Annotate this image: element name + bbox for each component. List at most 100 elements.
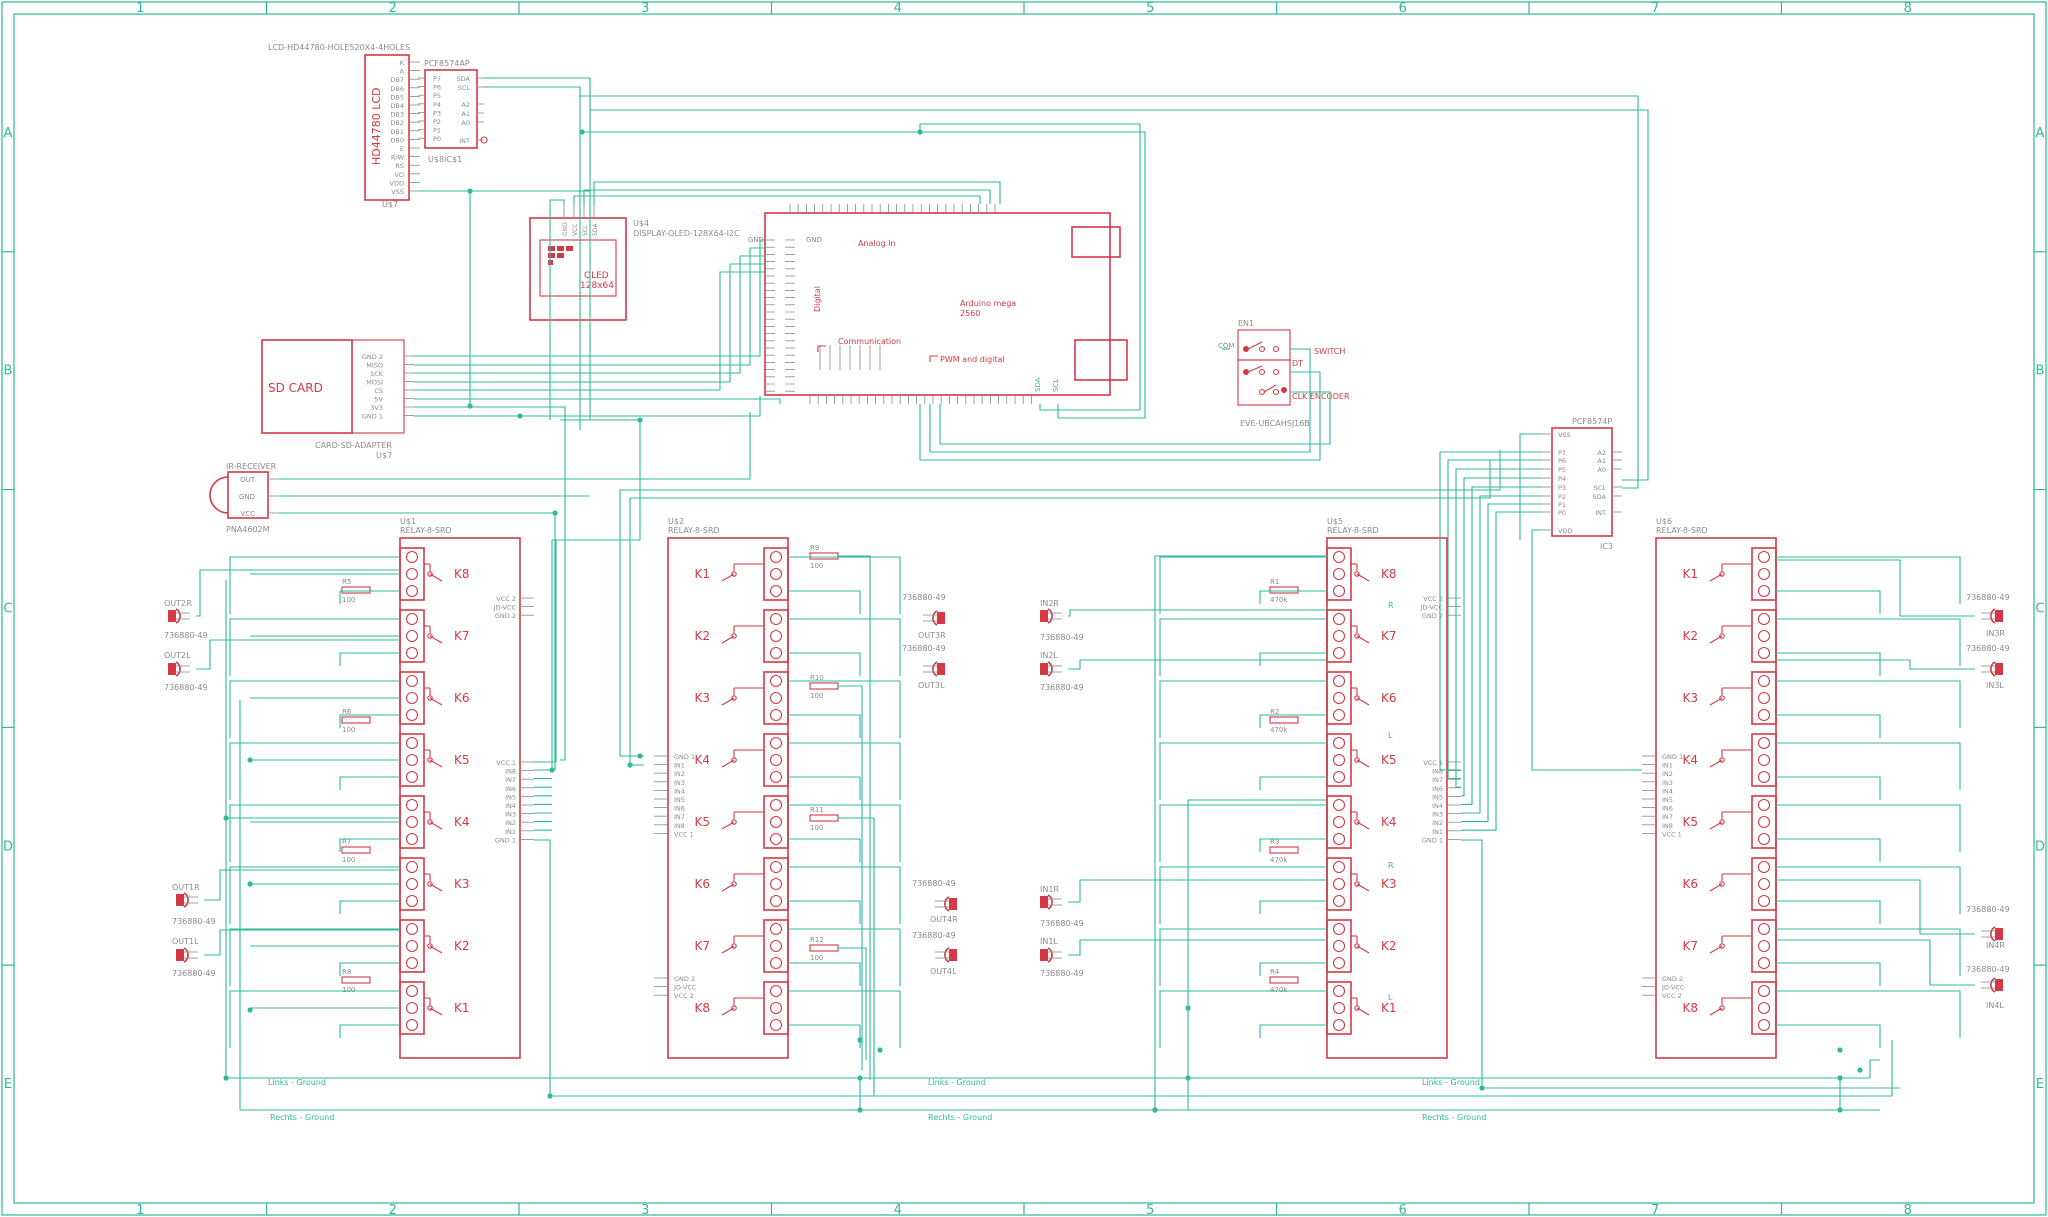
terminal-screw-icon	[405, 815, 419, 829]
pcf-b-pin-label: P2	[1558, 493, 1566, 501]
terminal-screw-icon	[405, 956, 419, 970]
lcd-pin-label: DB5	[390, 93, 404, 101]
channel-l-label: L	[1388, 731, 1393, 740]
relay-power-label: VCC 2	[674, 992, 694, 1000]
wire	[1461, 503, 1542, 823]
wire	[1447, 459, 1542, 780]
relay-pin-label: GND 1	[674, 753, 695, 761]
resistor-value: 470k	[1270, 986, 1288, 994]
wire	[589, 78, 1649, 481]
relay-switch-pivot	[1354, 571, 1360, 577]
junction-dot	[1837, 1047, 1843, 1053]
terminal-screw-icon	[769, 922, 783, 936]
pcf-a-pin-label: P0	[433, 135, 441, 143]
jack-plug-icon	[1040, 610, 1048, 622]
sd-pin-label: MISO	[366, 362, 383, 370]
wire	[414, 247, 765, 366]
wire	[788, 618, 901, 676]
relay-k-label: K3	[1682, 691, 1698, 705]
lcd-pin-label: R/W	[391, 154, 405, 162]
relay-channel: K4	[1682, 733, 1777, 787]
relay-terminal-block	[1326, 919, 1352, 973]
wire	[1455, 468, 1542, 788]
relay-channel: K1	[1682, 547, 1777, 601]
wire	[619, 450, 1501, 757]
relay-k-label: K5	[694, 815, 710, 829]
wire	[339, 714, 400, 728]
relay-switch-arm	[429, 1007, 443, 1016]
oled-pixel-icon	[557, 253, 564, 258]
jack-body-icon	[1047, 608, 1053, 624]
relay-switch-pivot	[731, 1005, 737, 1011]
relay-switch-arm	[1356, 883, 1370, 892]
jack-label: OUT2R	[164, 599, 192, 608]
lcd-module: LCD-HD44780-HOLE520X4-4HOLES HD44780 LCD…	[268, 43, 420, 209]
wire	[484, 77, 591, 420]
encoder-dt: DT	[1292, 359, 1303, 368]
terminal-screw-icon	[769, 798, 783, 812]
relay-channel: K4	[1326, 795, 1397, 849]
wire	[414, 396, 761, 417]
terminal-screw-icon	[1332, 922, 1346, 936]
relay-switch-arm	[721, 635, 735, 644]
terminal-screw-icon	[405, 984, 419, 998]
arduino-comm-bracket	[817, 345, 826, 352]
relay-channel: K1	[1326, 981, 1397, 1035]
relay-ref: U$6	[1656, 517, 1672, 526]
pcf-a-int-bubble	[480, 136, 488, 144]
wire	[339, 1024, 400, 1038]
terminal-screw-icon	[769, 736, 783, 750]
resistor-name: R12	[810, 936, 824, 944]
wire	[229, 866, 400, 924]
terminal-screw-icon	[769, 877, 783, 891]
row-label-left: B	[4, 364, 13, 379]
lcd-pin-label: DB3	[390, 111, 404, 119]
ir-title: IR-RECEIVER	[226, 462, 277, 471]
relay-terminal-block	[399, 547, 425, 601]
relay-pin-label: IN6	[505, 785, 516, 793]
resistor-value: 100	[810, 954, 823, 962]
encoder-contact	[1258, 368, 1266, 376]
lcd-pin-label: DB2	[390, 119, 404, 127]
wire	[788, 990, 901, 1048]
pcf-b-title: PCF8574P	[1572, 417, 1612, 426]
relay-k-label: K1	[694, 567, 710, 581]
wire	[1461, 477, 1542, 797]
wire	[339, 900, 400, 914]
jack-plug-icon	[1040, 663, 1048, 675]
relay-pin-label: IN4	[1662, 787, 1673, 795]
relay-switch-arm	[721, 883, 735, 892]
relay-channel: K6	[694, 857, 789, 911]
terminal-screw-icon	[1332, 1001, 1346, 1015]
oled-pixel-icon	[548, 253, 555, 258]
relay-k-label: K2	[694, 629, 710, 643]
wire	[1159, 680, 1327, 738]
relay-switch-pivot	[427, 571, 433, 577]
resistor-body	[809, 814, 839, 822]
pcf-b-pin-label: A1	[1597, 457, 1606, 465]
relay-pin-label: IN8	[674, 822, 685, 830]
terminal-screw-icon	[1332, 770, 1346, 784]
pcf-a-pin-label: P2	[433, 118, 441, 126]
relay-terminal-block	[1326, 547, 1352, 601]
encoder-encoder-body	[1237, 359, 1291, 406]
relay-k-label: K6	[1381, 691, 1397, 705]
resistor-value: 100	[810, 562, 823, 570]
terminal-screw-icon	[1332, 736, 1346, 750]
encoder-dot	[1281, 387, 1287, 393]
column-label-bottom: 3	[641, 1203, 649, 1217]
relay-switch-pivot	[731, 633, 737, 639]
jack-label: OUT1R	[172, 883, 200, 892]
wire	[1159, 742, 1327, 800]
relay-switch-arm	[429, 821, 443, 830]
terminal-screw-icon	[1332, 691, 1346, 705]
encoder-ref: EN1	[1238, 319, 1254, 328]
relay-k-label: K6	[694, 877, 710, 891]
jack-part: 736880-49	[912, 931, 956, 940]
jack-plug-icon	[1995, 610, 2003, 622]
relay-terminal-block	[1751, 919, 1777, 973]
relay-pin-label: IN3	[674, 779, 685, 787]
